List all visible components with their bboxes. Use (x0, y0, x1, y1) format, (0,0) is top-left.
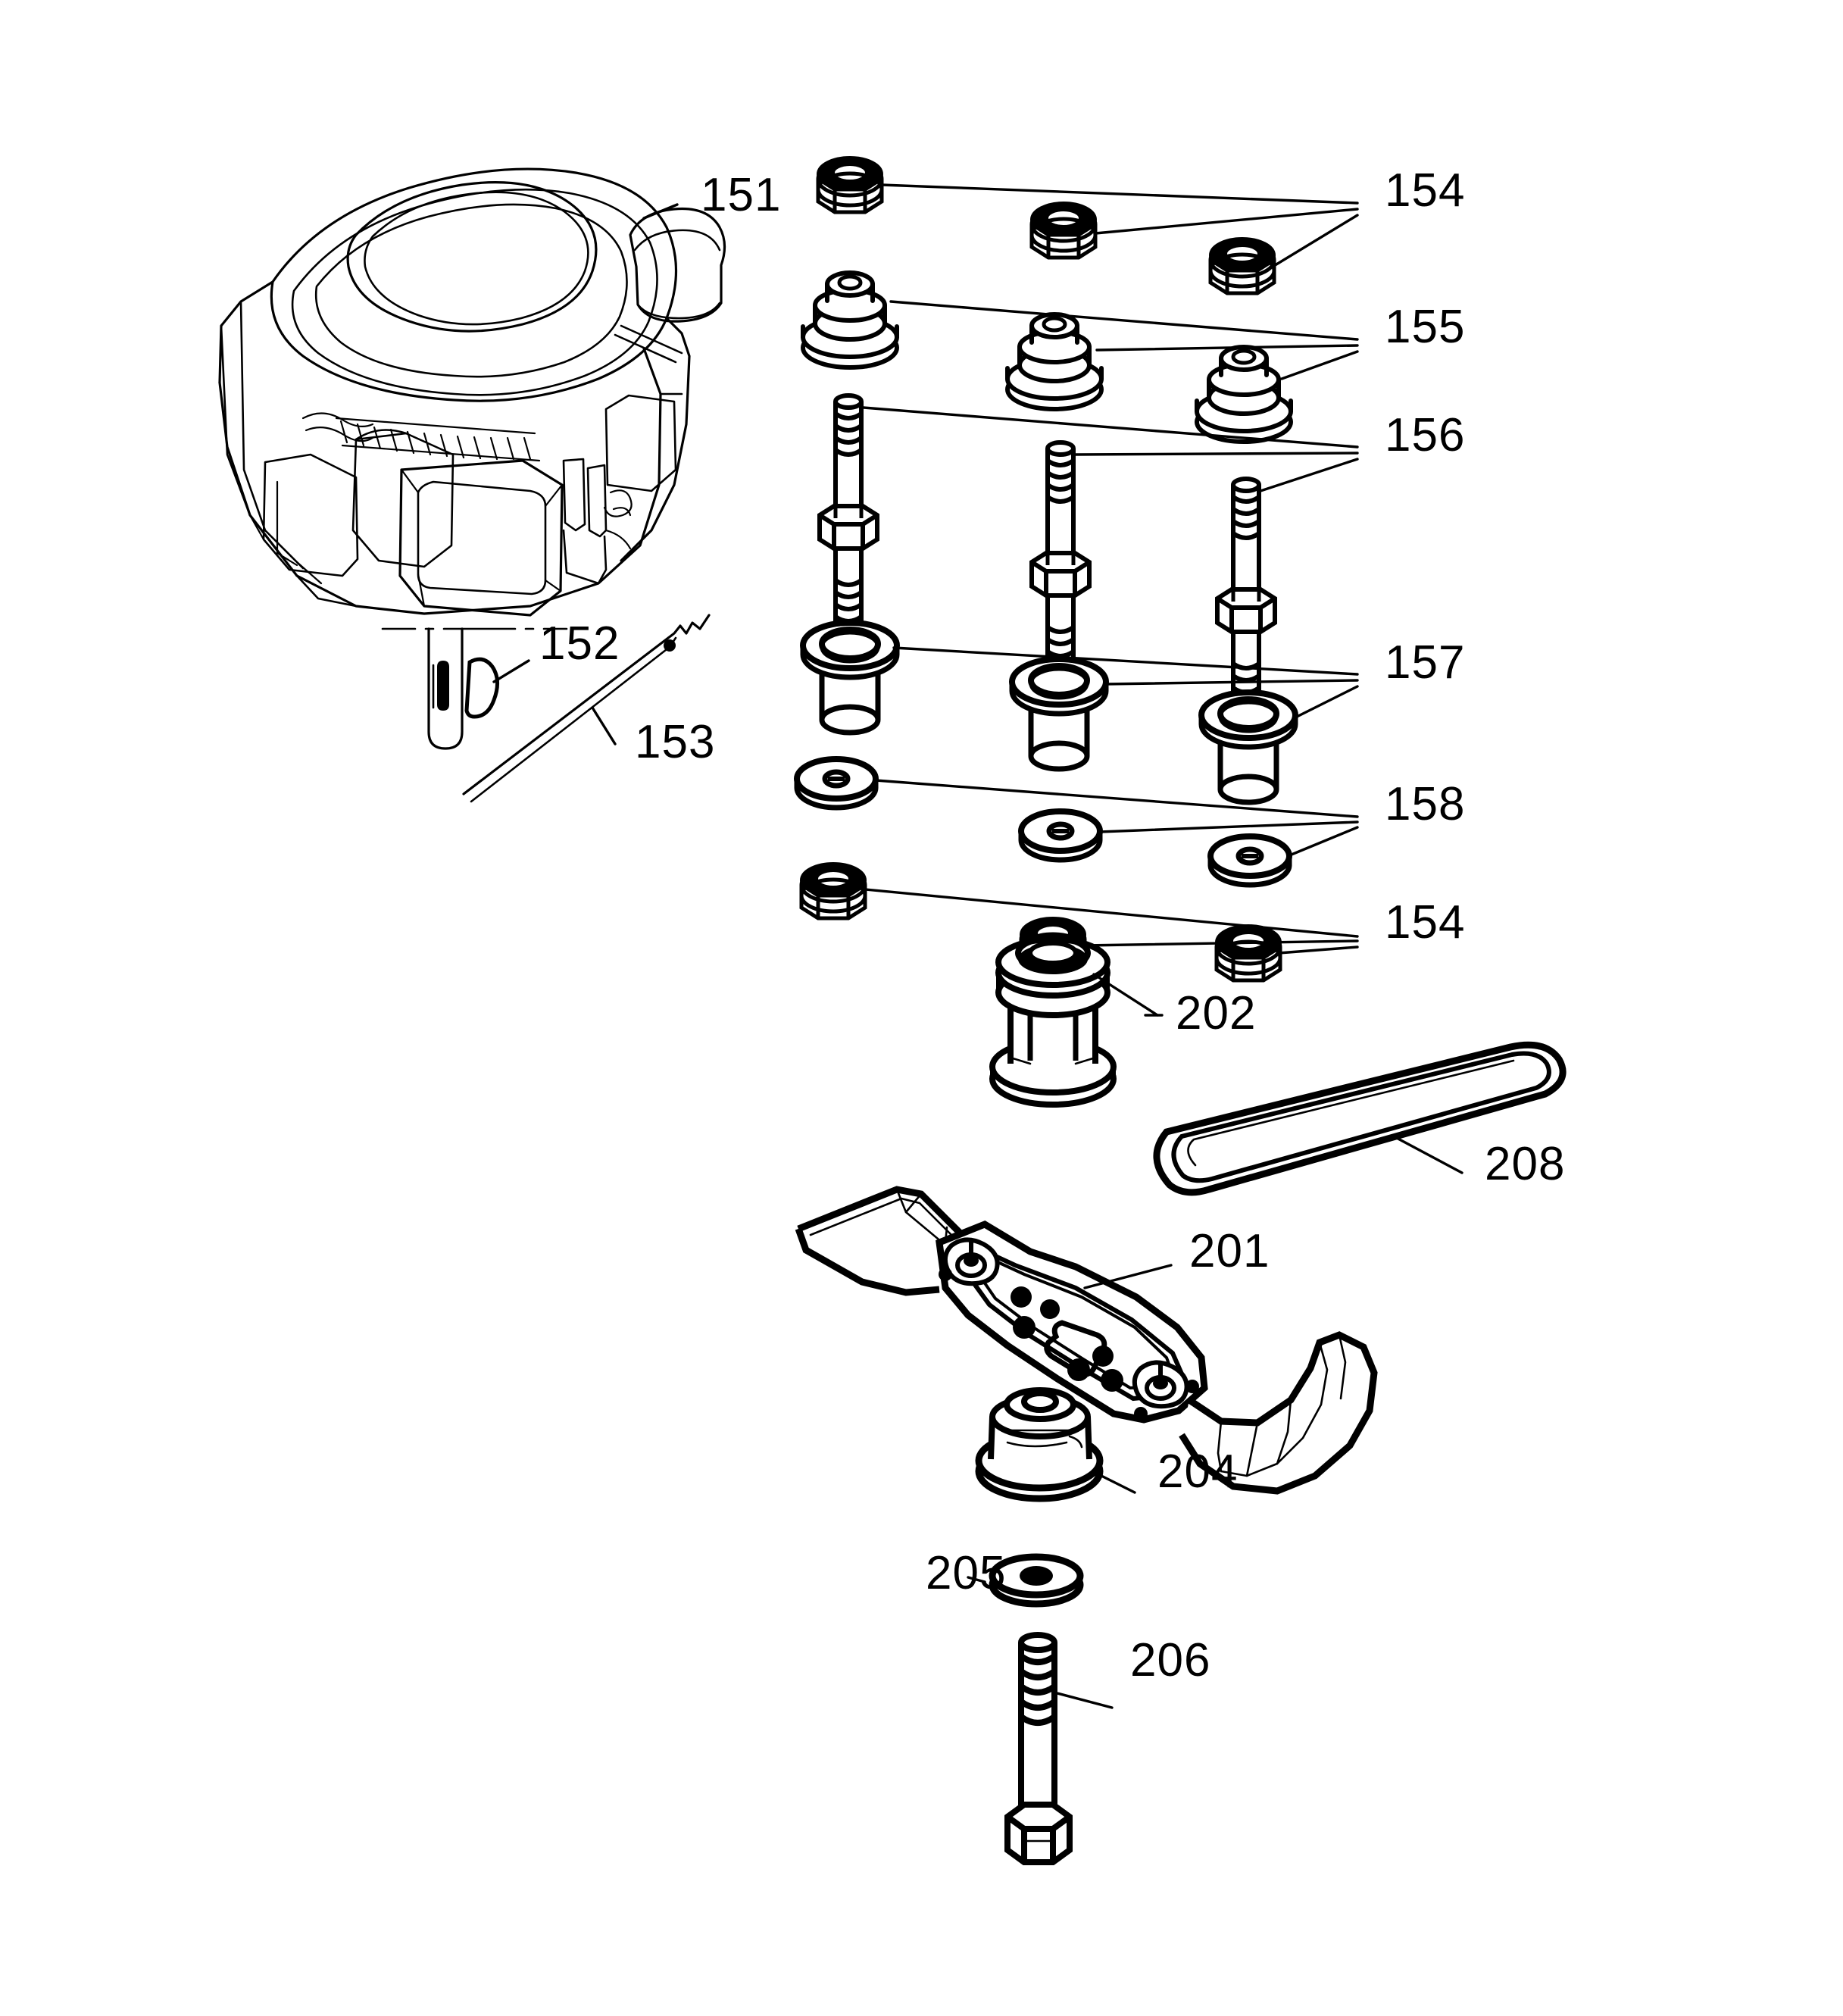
sleeve-2 (1012, 659, 1106, 769)
callout-205: 205 (926, 1547, 1006, 1599)
lock-nut-1 (818, 158, 882, 214)
blade-bolt-drawing (1004, 1632, 1114, 1865)
callout-208: 208 (1485, 1138, 1565, 1190)
engine-assembly-drawing (218, 167, 726, 617)
pulley-spacer-drawing (989, 935, 1164, 1108)
callout-202: 202 (1176, 987, 1256, 1039)
washer-group (797, 759, 1359, 885)
mower-blade-drawing (795, 1186, 1378, 1495)
callout-157: 157 (1385, 636, 1465, 689)
callout-151: 151 (701, 169, 781, 221)
callout-201: 201 (1189, 1225, 1270, 1277)
grommet-1 (803, 273, 897, 367)
stud-2 (1032, 442, 1089, 682)
grommet-group (803, 273, 1359, 442)
lock-nut-group-bottom (801, 864, 1359, 982)
callout-154-bottom: 154 (1385, 896, 1465, 949)
lock-nut-6 (1217, 926, 1280, 982)
key-and-shaft-drawing (381, 627, 568, 750)
blade-washer-drawing (967, 1553, 1084, 1608)
lock-nut-group-top (818, 158, 1359, 295)
washer-3 (1210, 836, 1289, 885)
sleeve-1 (803, 623, 897, 733)
callout-206: 206 (1130, 1634, 1210, 1686)
stud-group (820, 395, 1359, 718)
dipstick-rod-drawing (462, 614, 711, 803)
callout-155: 155 (1385, 301, 1465, 353)
washer-2 (1021, 811, 1100, 860)
v-belt-drawing (1153, 1041, 1567, 1196)
blade-adapter-drawing (975, 1387, 1136, 1502)
washer-1 (797, 759, 876, 808)
callout-154-top: 154 (1385, 164, 1465, 217)
callout-labels: 151 152 153 154 155 156 157 158 154 202 … (539, 164, 1565, 1686)
callout-153: 153 (635, 716, 715, 768)
callout-152: 152 (539, 617, 620, 670)
callout-156: 156 (1385, 409, 1465, 461)
sleeve-group (803, 623, 1359, 802)
lock-nut-2 (1032, 203, 1095, 259)
lock-nut-4 (801, 864, 865, 920)
callout-158: 158 (1385, 778, 1465, 830)
lock-nut-3 (1210, 239, 1274, 295)
grommet-3 (1197, 347, 1291, 442)
callout-204: 204 (1157, 1446, 1238, 1498)
stud-1 (820, 395, 877, 635)
grommet-2 (1007, 314, 1101, 409)
sleeve-3 (1201, 692, 1295, 802)
